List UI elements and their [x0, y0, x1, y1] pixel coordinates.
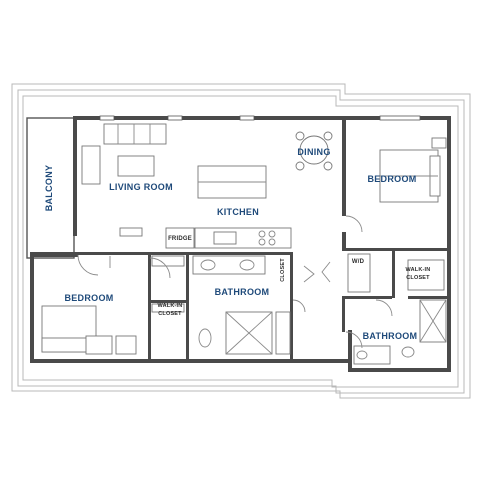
doors [77, 215, 393, 349]
label-dining: DINING [297, 147, 330, 157]
dining-table [295, 131, 333, 171]
label-walkin-left-2: CLOSET [158, 311, 182, 317]
left-bedroom-bed [41, 305, 137, 355]
right-bedroom-bed [379, 137, 447, 203]
label-balcony: BALCONY [44, 165, 54, 212]
living-room-furniture [81, 123, 167, 237]
label-fridge: FRIDGE [168, 236, 192, 242]
center-bathroom-fixtures [192, 255, 291, 355]
label-wd: W/D [352, 259, 365, 265]
label-walkin-right-2: CLOSET [406, 275, 430, 281]
label-walkin-left-1: WALK-IN [158, 303, 183, 309]
label-walkin-right-1: WALK-IN [406, 267, 431, 273]
label-kitchen: KITCHEN [217, 207, 259, 217]
closets [151, 253, 445, 313]
top-windows [99, 115, 421, 121]
right-bathroom-fixtures [353, 299, 447, 365]
balcony [26, 117, 75, 259]
label-bathroom-right: BATHROOM [363, 331, 418, 341]
interior-walls [30, 118, 447, 360]
label-bathroom-center: BATHROOM [215, 287, 270, 297]
kitchen-island [197, 165, 267, 199]
label-bedroom-left: BEDROOM [64, 293, 113, 303]
kitchen-counter [165, 227, 292, 249]
label-living-room: LIVING ROOM [109, 182, 173, 192]
label-bedroom-right: BEDROOM [367, 174, 416, 184]
exterior-outline [11, 83, 471, 399]
label-closet-center: CLOSET [280, 258, 286, 282]
